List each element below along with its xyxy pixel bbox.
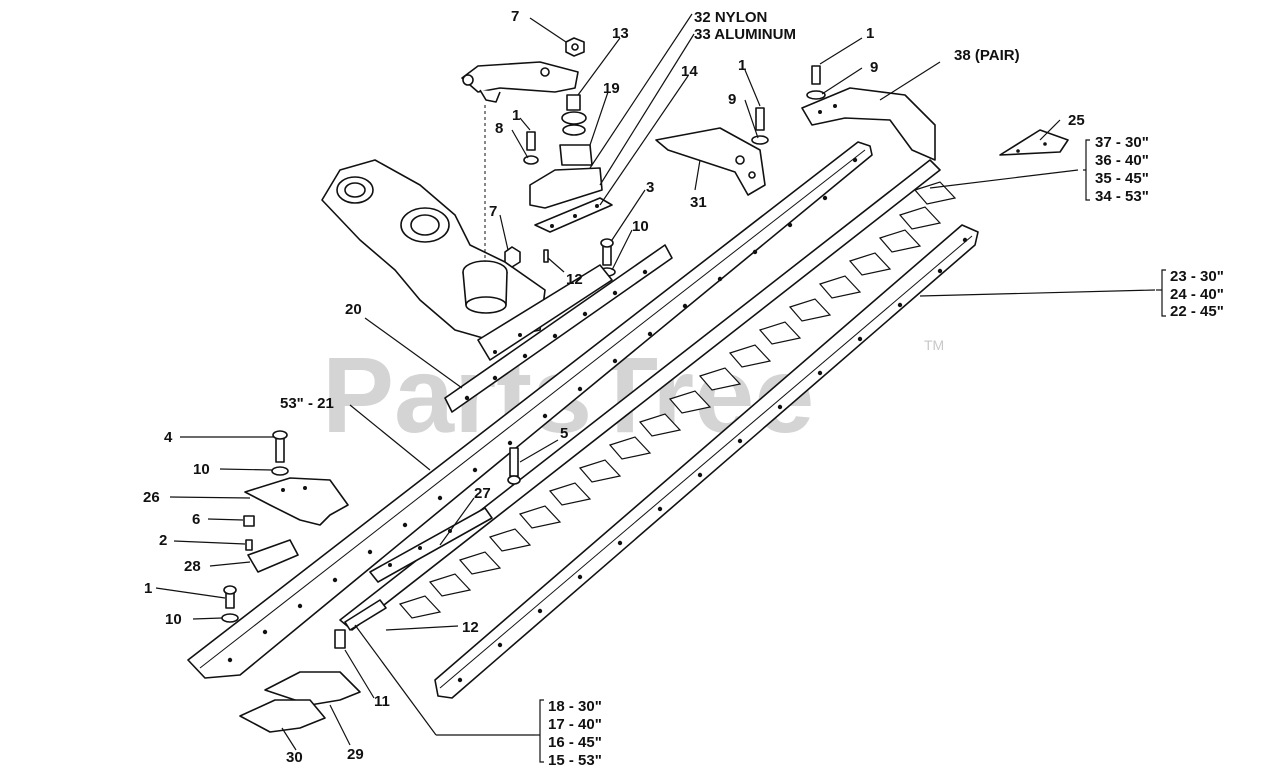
callout-9-top-right: 9 xyxy=(870,59,878,76)
trademark-mark: TM xyxy=(924,337,944,353)
shield-38 xyxy=(801,87,936,161)
bar-size-row: 22 - 45" xyxy=(1170,303,1224,320)
callout-1-left: 1 xyxy=(512,107,520,124)
bolt-5 xyxy=(507,447,521,485)
callout-31: 31 xyxy=(690,194,707,211)
bracket-31 xyxy=(655,127,766,196)
plates-29-30 xyxy=(239,629,361,733)
callout-25: 25 xyxy=(1068,112,1085,129)
callout-1-top-right: 1 xyxy=(866,25,874,42)
size-group-guards: 37 - 30" 36 - 40" 35 - 45" 34 - 53" xyxy=(1083,134,1149,205)
support-bar-22-24 xyxy=(434,224,979,699)
knife-size-row: 15 - 53" xyxy=(548,752,602,768)
guard-plate-25 xyxy=(999,129,1069,156)
callout-27: 27 xyxy=(474,485,491,502)
pivot-stack xyxy=(529,37,613,233)
callout-1-mid: 1 xyxy=(738,57,746,74)
bolt-8 xyxy=(523,131,539,165)
callout-8: 8 xyxy=(495,120,503,137)
guard-size-row: 34 - 53" xyxy=(1095,188,1149,205)
bolts-top-right xyxy=(751,65,826,145)
callout-4: 4 xyxy=(164,429,173,446)
callout-11: 11 xyxy=(374,693,390,710)
callout-7-top: 7 xyxy=(511,8,519,25)
mounting-plate-20 xyxy=(444,244,673,413)
callout-30: 30 xyxy=(286,749,303,766)
nut-7-lower xyxy=(504,246,521,268)
bar-size-row: 24 - 40" xyxy=(1170,286,1224,303)
callout-28: 28 xyxy=(184,558,201,575)
callout-3: 3 xyxy=(646,179,654,196)
callout-29: 29 xyxy=(347,746,364,763)
callout-14: 14 xyxy=(681,63,698,80)
callout-7-mid: 7 xyxy=(489,203,497,220)
callout-38: 38 (PAIR) xyxy=(954,47,1020,64)
callout-12-lower: 12 xyxy=(462,619,479,636)
callout-10-left-lower: 10 xyxy=(165,611,182,628)
callout-2: 2 xyxy=(159,532,167,549)
knife-size-row: 18 - 30" xyxy=(548,698,602,715)
leader-lines xyxy=(155,13,1156,751)
gearbox-housing xyxy=(321,105,546,341)
callout-33: 33 ALUMINUM xyxy=(694,26,796,43)
callout-12-upper: 12 xyxy=(566,271,583,288)
callout-9-mid: 9 xyxy=(728,91,736,108)
callout-26: 26 xyxy=(143,489,160,506)
guard-size-row: 35 - 45" xyxy=(1095,170,1149,187)
guard-size-row: 37 - 30" xyxy=(1095,134,1149,151)
callout-labels: 7 13 32 NYLON 33 ALUMINUM 1 9 38 (PAIR) … xyxy=(143,8,1085,766)
knife-size-row: 17 - 40" xyxy=(548,716,602,733)
bar-size-row: 23 - 30" xyxy=(1170,268,1224,285)
callout-1-lower-left: 1 xyxy=(144,580,152,597)
callout-10-left-upper: 10 xyxy=(193,461,210,478)
cutter-bar-21 xyxy=(187,141,873,679)
guard-size-row: 36 - 40" xyxy=(1095,152,1149,169)
callout-5: 5 xyxy=(560,425,568,442)
drive-arm xyxy=(461,61,579,103)
callout-19: 19 xyxy=(603,80,620,97)
callout-20: 20 xyxy=(345,301,362,318)
callout-13: 13 xyxy=(612,25,629,42)
callout-21: 53" - 21 xyxy=(280,395,334,412)
size-group-bars: 23 - 30" 24 - 40" 22 - 45" xyxy=(1156,268,1224,320)
size-group-knives: 18 - 30" 17 - 40" 16 - 45" 15 - 53" xyxy=(535,698,602,768)
callout-10-mid: 10 xyxy=(632,218,649,235)
callout-32: 32 NYLON xyxy=(694,9,767,26)
knife-size-row: 16 - 45" xyxy=(548,734,602,751)
callout-6: 6 xyxy=(192,511,200,528)
